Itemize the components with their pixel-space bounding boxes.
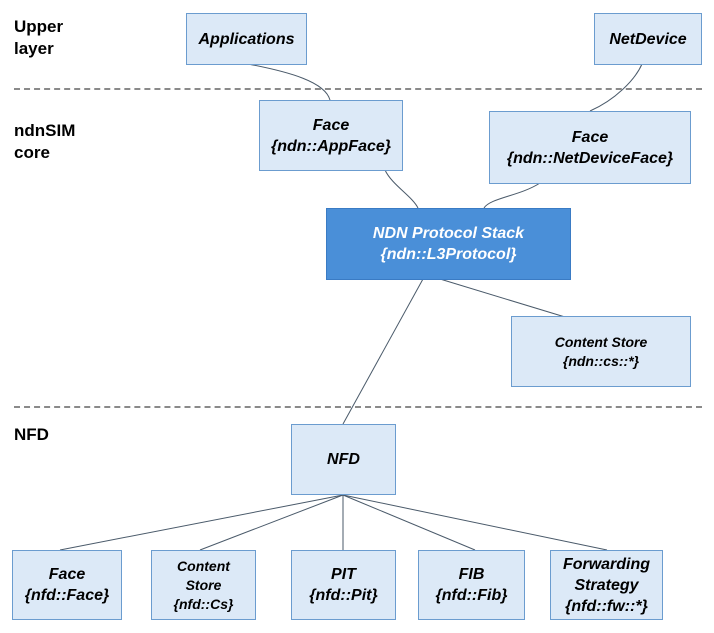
- nfd-content-store-box-title-line1: Content: [177, 557, 230, 574]
- connector-nfd-fib: [342, 494, 476, 551]
- ndnsim-core-label-line1: ndnSIM: [14, 121, 76, 140]
- fib-box-title: FIB: [458, 566, 485, 583]
- nfd-face-box: Face {nfd::Face}: [12, 550, 122, 620]
- netdevice-face-box-class: {ndn::NetDeviceFace}: [506, 149, 674, 167]
- netdevice-face-box: Face {ndn::NetDeviceFace}: [489, 111, 691, 184]
- upper-core-separator: [14, 88, 702, 90]
- connector-nfd-face: [59, 494, 344, 551]
- connector-nfd-forwarding-strategy: [342, 494, 608, 551]
- upper-layer-label: Upper layer: [14, 16, 63, 60]
- connector-applications-face: [247, 63, 331, 101]
- nfd-layer-label-line1: NFD: [14, 425, 49, 444]
- nfd-face-box-class: {nfd::Face}: [24, 587, 110, 604]
- nfd-layer-label: NFD: [14, 424, 49, 446]
- app-face-box: Face {ndn::AppFace}: [259, 100, 403, 171]
- forwarding-strategy-box-title-line2: Strategy: [574, 576, 639, 594]
- nfd-box: NFD: [291, 424, 396, 495]
- applications-box-title: Applications: [198, 30, 295, 48]
- ndn-content-store-box-title: Content Store: [554, 333, 648, 350]
- nfd-face-box-title: Face: [48, 566, 86, 583]
- connector-appface-stack: [384, 169, 419, 209]
- connector-netdeviceface-stack: [483, 182, 541, 209]
- pit-box-title: PIT: [331, 566, 356, 583]
- nfd-content-store-box-title-line2: Store: [185, 576, 222, 593]
- ndn-content-store-box-class: {ndn::cs::*}: [562, 352, 640, 369]
- netdevice-face-box-title: Face: [571, 128, 609, 146]
- netdevice-box: NetDevice: [594, 13, 702, 65]
- upper-layer-label-line1: Upper: [14, 17, 64, 36]
- forwarding-strategy-box-title-line1: Forwarding: [562, 555, 651, 573]
- ndn-protocol-stack-box: NDN Protocol Stack {ndn::L3Protocol}: [326, 208, 571, 280]
- app-face-box-title: Face: [312, 116, 350, 134]
- pit-box-class: {nfd::Pit}: [309, 587, 378, 604]
- ndnsim-core-label-line2: core: [14, 143, 50, 162]
- ndnsim-core-label: ndnSIM core: [14, 120, 75, 164]
- ndn-protocol-stack-box-title: NDN Protocol Stack: [372, 225, 525, 242]
- connector-nfd-content-store: [199, 494, 344, 551]
- nfd-box-title: NFD: [327, 451, 360, 468]
- connector-stack-contentstore: [439, 278, 566, 318]
- fib-box-class: {nfd::Fib}: [435, 587, 508, 604]
- core-nfd-separator: [14, 406, 702, 408]
- netdevice-box-title: NetDevice: [609, 30, 687, 48]
- connector-stack-nfd: [342, 278, 424, 425]
- forwarding-strategy-box: Forwarding Strategy {nfd::fw::*}: [550, 550, 663, 620]
- nfd-content-store-box: Content Store {nfd::Cs}: [151, 550, 256, 620]
- nfd-content-store-box-class: {nfd::Cs}: [173, 595, 234, 612]
- forwarding-strategy-box-class: {nfd::fw::*}: [565, 597, 648, 615]
- app-face-box-class: {ndn::AppFace}: [271, 137, 391, 155]
- pit-box: PIT {nfd::Pit}: [291, 550, 396, 620]
- ndn-content-store-box: Content Store {ndn::cs::*}: [511, 316, 691, 387]
- applications-box: Applications: [186, 13, 307, 65]
- fib-box: FIB {nfd::Fib}: [418, 550, 525, 620]
- upper-layer-label-line2: layer: [14, 39, 54, 58]
- ndn-protocol-stack-box-class: {ndn::L3Protocol}: [380, 246, 517, 263]
